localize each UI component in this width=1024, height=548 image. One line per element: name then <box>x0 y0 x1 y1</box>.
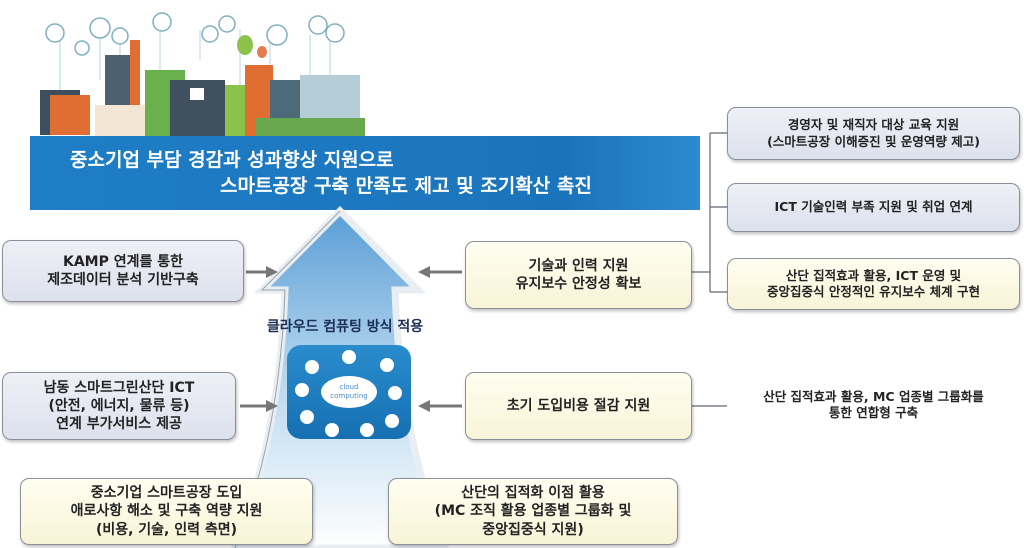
sme-smart-factory-support-box: 중소기업 스마트공장 도입 애로사항 해소 및 구축 역량 지원 (비용, 기술… <box>20 478 313 545</box>
ict-workforce-box: ICT 기술인력 부족 지원 및 취업 연계 <box>727 183 1020 232</box>
cloud-computing-panel: cloud computing <box>287 345 411 439</box>
kamp-data-analysis-box: KAMP 연계를 통한 제조데이터 분석 기반구축 <box>2 240 244 302</box>
industrial-complex-benefit-box: 산단의 집적화 이점 활용 (MC 조직 활용 업종별 그룹화 및 중앙집중식 … <box>388 478 678 545</box>
initial-cost-reduction-box: 초기 도입비용 절감 지원 <box>465 372 692 440</box>
goal-banner: 중소기업 부담 경감과 성과향상 지원으로 스마트공장 구축 만족도 제고 및 … <box>30 136 700 210</box>
tech-workforce-support-box: 기술과 인력 지원 유지보수 안정성 확보 <box>465 241 692 309</box>
banner-line-1: 중소기업 부담 경감과 성과향상 지원으로 <box>70 149 394 171</box>
smart-city-illustration <box>40 12 365 137</box>
executive-training-box: 경영자 및 재직자 대상 교육 지원 (스마트공장 이해증진 및 운영역량 제고… <box>727 107 1020 160</box>
cloud-computing-label: 클라우드 컴퓨팅 방식 적용 <box>266 319 424 335</box>
cloud-text: cloud <box>340 383 359 391</box>
centralized-maintenance-box: 산단 집적효과 활용, ICT 운영 및 중앙집중식 안정적인 유지보수 체계 … <box>727 258 1020 310</box>
federated-build-box: 산단 집적효과 활용, MC 업종별 그룹화를 통한 연합형 구축 <box>727 377 1020 433</box>
ict-value-added-service-box: 남동 스마트그린산단 ICT (안전, 에너지, 물류 등) 연계 부가서비스 … <box>2 372 236 440</box>
banner-line-2: 스마트공장 구축 만족도 제고 및 조기확산 촉진 <box>220 174 592 197</box>
computing-text: computing <box>330 392 367 400</box>
cloud-network-icon: cloud computing <box>295 350 402 437</box>
